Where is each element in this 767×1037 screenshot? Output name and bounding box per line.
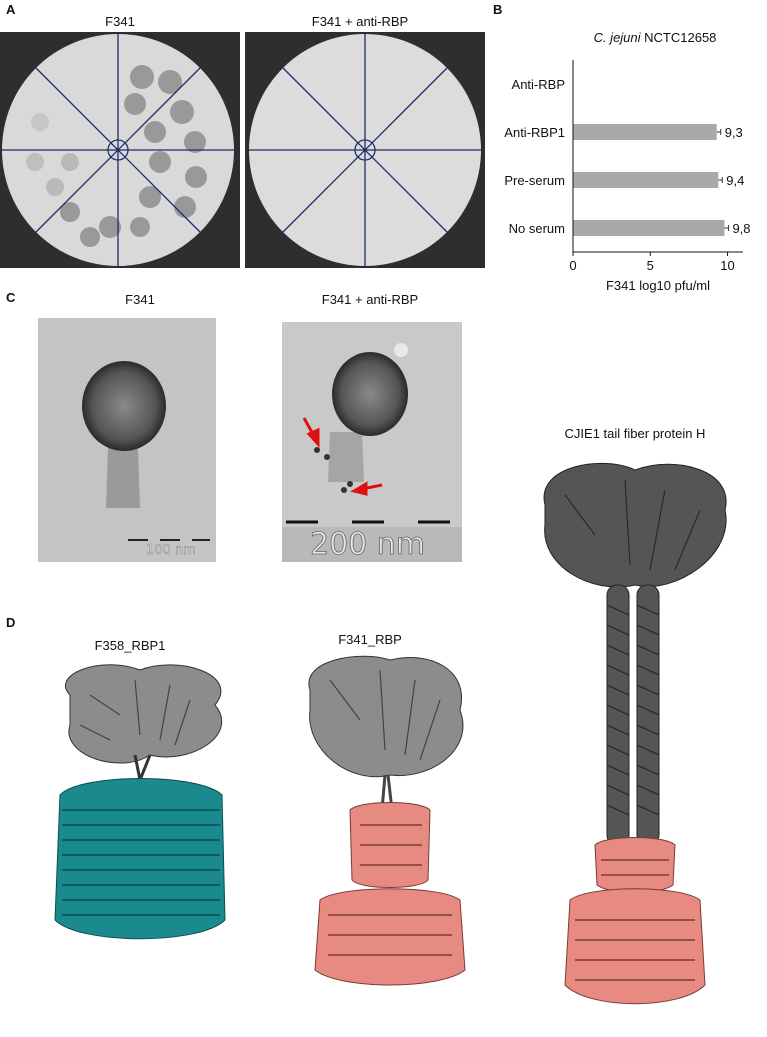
tem-left-scale: 100 nm <box>146 543 196 558</box>
bar <box>573 220 725 236</box>
category-label: Anti-RBP1 <box>504 125 565 140</box>
bar <box>573 172 719 188</box>
structure-f358-image <box>54 664 226 940</box>
tem-right-scale: 200 nm <box>310 527 425 562</box>
plate-left-title: F341 <box>105 14 135 29</box>
structure-f341-image <box>308 655 466 986</box>
structure-label-cjie1: CJIE1 tail fiber protein H <box>564 426 706 441</box>
x-tick-label: 0 <box>569 258 576 273</box>
category-label: No serum <box>509 221 565 236</box>
category-label: Anti-RBP <box>512 77 565 92</box>
structure-label-f341: F341_RBP <box>338 632 402 647</box>
tem-right-image: 200 nm <box>282 322 462 562</box>
chart-title: C. jejuni NCTC12658 <box>565 30 745 45</box>
value-label: 9,3 <box>725 125 743 140</box>
chart-title-strain: NCTC12658 <box>644 30 717 45</box>
bar <box>573 124 717 140</box>
panel-c-letter: C <box>6 290 16 305</box>
panel-a-letter: A <box>6 2 16 17</box>
tem-left-title: F341 <box>125 292 155 307</box>
x-tick-label: 5 <box>647 258 654 273</box>
red-arrow-icon <box>302 417 383 496</box>
x-tick-label: 10 <box>720 258 734 273</box>
category-label: Pre-serum <box>504 173 565 188</box>
plate-right-title: F341 + anti-RBP <box>311 14 409 29</box>
x-axis-label: F341 log10 pfu/ml <box>606 278 710 293</box>
plate-right-image <box>245 32 485 268</box>
value-label: 9,4 <box>726 173 744 188</box>
plate-left-image <box>0 32 240 268</box>
tem-left-image: 100 nm <box>38 318 216 562</box>
structure-label-f358: F358_RBP1 <box>94 638 166 653</box>
value-label: 9,8 <box>732 221 750 236</box>
structure-cjie1-image <box>543 462 727 1005</box>
chart-title-species: C. jejuni <box>593 30 641 45</box>
panel-d-letter: D <box>6 615 16 630</box>
tem-right-title: F341 + anti-RBP <box>321 292 419 307</box>
panel-b-letter: B <box>493 2 503 17</box>
